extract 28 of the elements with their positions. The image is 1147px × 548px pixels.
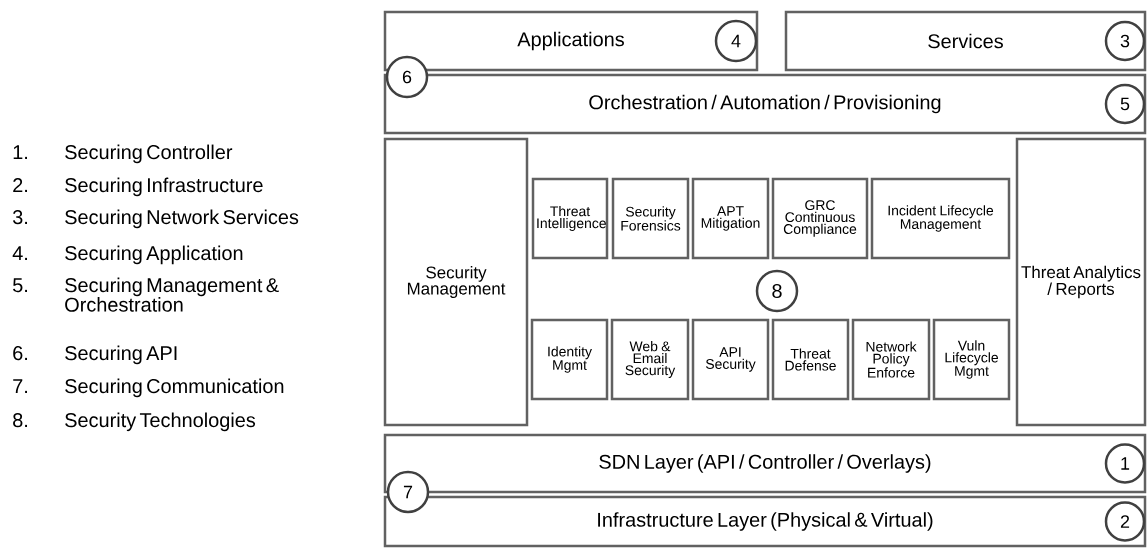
list-item: Securing Infrastructure xyxy=(65,177,263,197)
technology-box: Incident Lifecycle Management xyxy=(870,177,1011,260)
list-number: 4. xyxy=(12,246,27,260)
technology-box: Threat Defense xyxy=(771,318,850,401)
list-item: Security Technologies xyxy=(65,412,256,432)
list-number: 2. xyxy=(13,178,27,192)
list-number: 6. xyxy=(13,346,27,361)
technology-box: GRC Continuous Compliance xyxy=(771,177,869,260)
list-item: Securing Network Services xyxy=(65,209,299,229)
technology-box: Web & Email Security xyxy=(610,318,690,401)
list-item: Securing API xyxy=(65,345,177,365)
list-number: 3. xyxy=(13,210,27,225)
list-item: Securing Management & Orchestration xyxy=(65,277,279,312)
technology-box: Threat Intelligence xyxy=(531,177,609,260)
technology-box: Network Policy Enforce xyxy=(851,318,931,401)
technology-box: Vuln Lifecycle Mgmt xyxy=(932,318,1011,401)
technology-box: API Security xyxy=(691,318,770,401)
side-panel: Threat Analytics / Reports xyxy=(1015,137,1147,427)
list-number: 7. xyxy=(13,379,27,393)
list-item: Securing Application xyxy=(65,245,243,265)
technology-box: Identity Mgmt xyxy=(530,318,609,401)
list-item: Securing Communication xyxy=(65,378,284,398)
list-number: 8. xyxy=(13,413,27,428)
list-item: Securing Controller xyxy=(65,144,233,164)
list-number: 5. xyxy=(13,278,27,293)
technology-box: Security Forensics xyxy=(611,177,690,260)
list-number: 1. xyxy=(13,145,27,159)
technology-box: APT Mitigation xyxy=(691,177,770,260)
